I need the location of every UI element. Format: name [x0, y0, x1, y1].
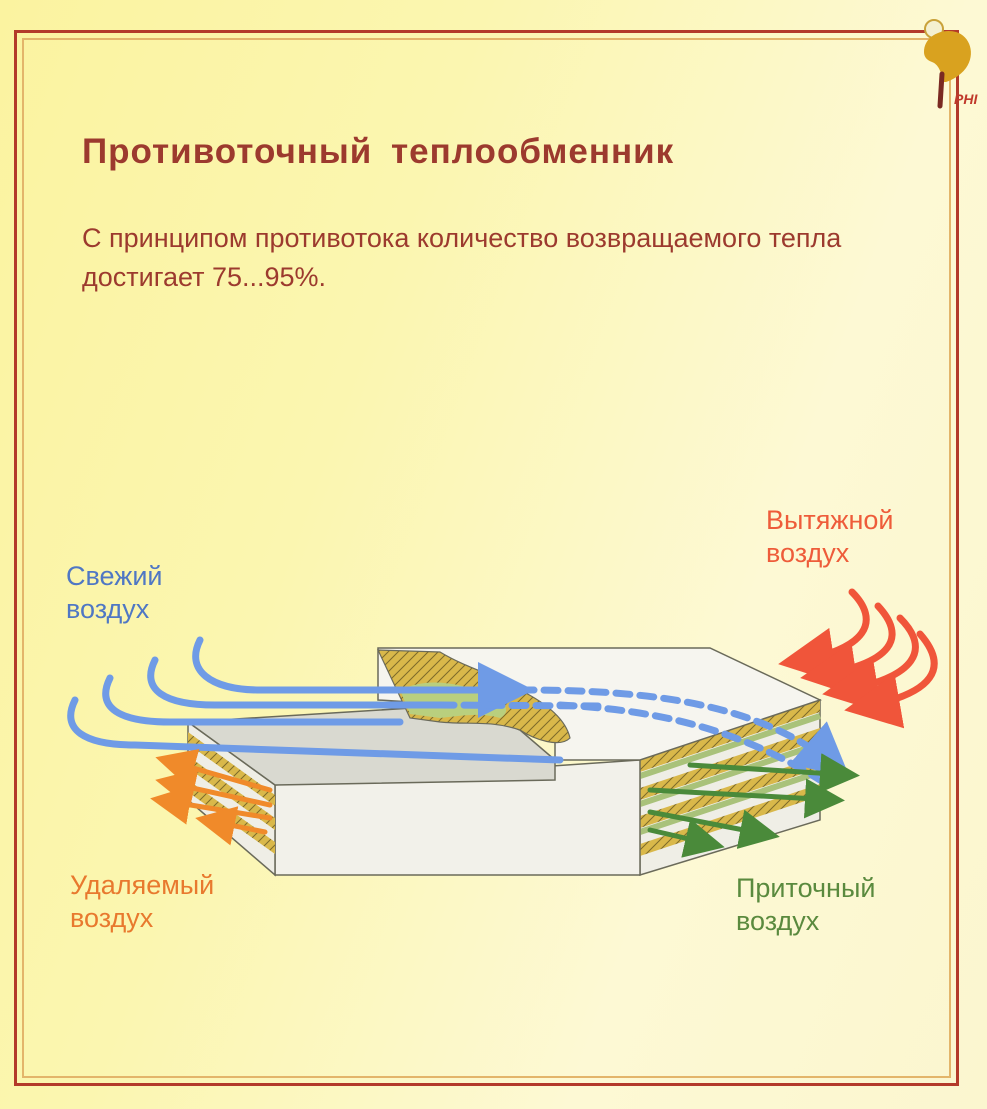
label-fresh-air: Свежий воздух [66, 560, 162, 626]
page-title: Противоточный теплообменник [82, 132, 675, 171]
removed-air-arrows [150, 749, 273, 846]
label-exhaust-air: Вытяжной воздух [766, 504, 893, 570]
label-fresh-air-line2: воздух [66, 594, 150, 624]
phi-logo: PHI [924, 19, 978, 109]
label-exhaust-air-line1: Вытяжной [766, 505, 894, 535]
label-removed-air: Удаляемый воздух [70, 869, 214, 935]
label-supply-air: Приточный воздух [736, 872, 875, 938]
slide-frame-inner [22, 38, 951, 1078]
exhaust-air-arrows [778, 588, 938, 729]
fresh-air-arrows [67, 636, 851, 784]
label-exhaust-air-line2: воздух [766, 538, 850, 568]
label-removed-air-line1: Удаляемый [70, 870, 215, 900]
label-supply-air-line2: воздух [736, 906, 820, 936]
logo-text: PHI [954, 91, 978, 107]
label-supply-air-line1: Приточный [736, 873, 876, 903]
slide-frame-outer [14, 30, 959, 1086]
label-fresh-air-line1: Свежий [66, 561, 163, 591]
supply-air-arrows [647, 753, 860, 858]
page-subtitle: С принципом противотока количество возвр… [82, 223, 842, 292]
label-removed-air-line2: воздух [70, 903, 154, 933]
